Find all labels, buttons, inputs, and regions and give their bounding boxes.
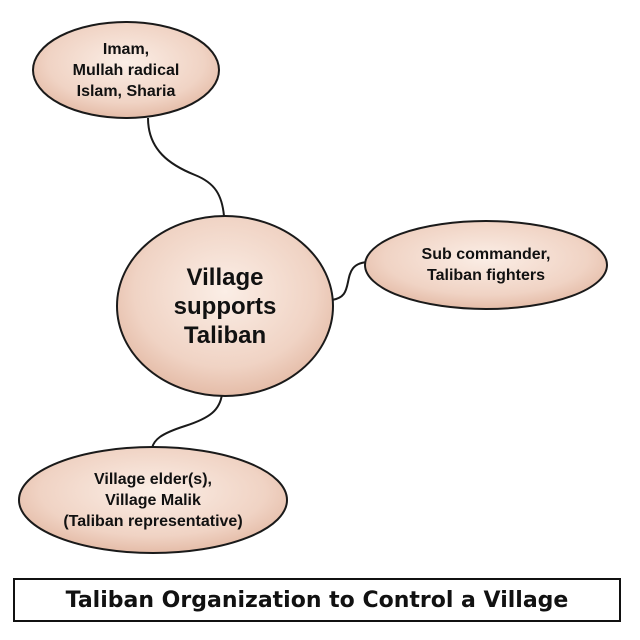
node-imam-ellipse — [32, 21, 220, 119]
connector-subcommander-center — [331, 261, 371, 301]
connector-elder-center — [151, 393, 223, 449]
title-box: Taliban Organization to Control a Villag… — [13, 578, 621, 622]
connector-imam-center — [147, 117, 225, 217]
node-subcommander-ellipse — [364, 220, 608, 310]
node-elder-ellipse — [18, 446, 288, 554]
node-center-ellipse — [116, 215, 334, 397]
diagram-title: Taliban Organization to Control a Villag… — [65, 587, 569, 613]
